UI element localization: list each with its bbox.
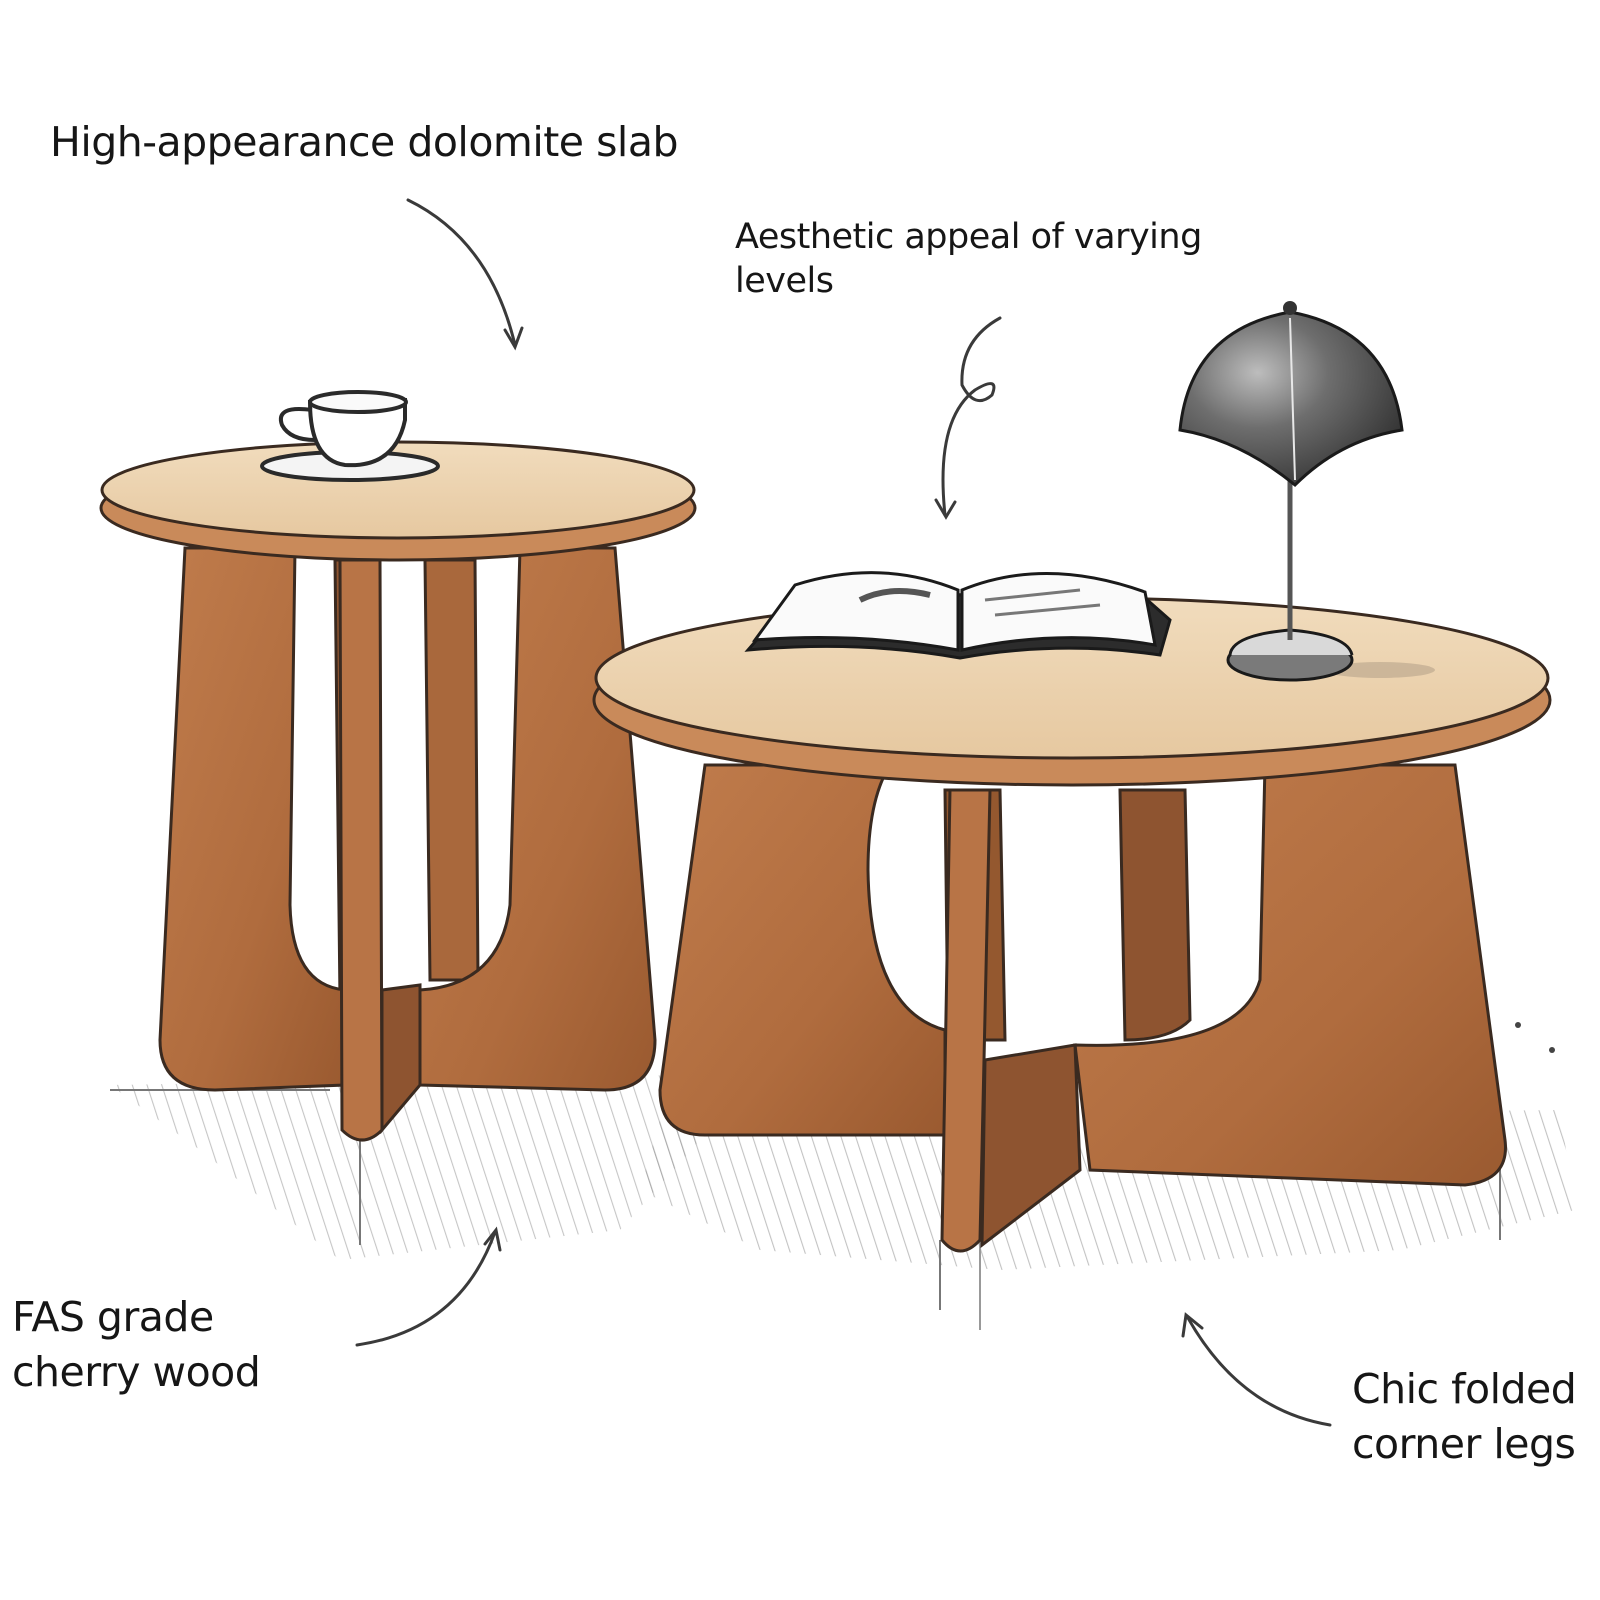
callout-folded-legs: Chic folded corner legs — [1352, 1362, 1577, 1471]
callout-slab-line1: High-appearance dolomite slab — [50, 118, 678, 166]
arrows — [355, 198, 1332, 1427]
callout-legs-line1: Chic folded — [1352, 1365, 1577, 1413]
arrow-slab-icon — [406, 198, 524, 351]
callout-wood-line1: FAS grade — [12, 1293, 214, 1341]
callout-cherry-wood: FAS grade cherry wood — [12, 1290, 261, 1399]
small-table-front-leg — [338, 558, 384, 1142]
large-table-front-leg — [940, 788, 992, 1253]
callout-varying-levels: Aesthetic appeal of varying levels — [735, 216, 1202, 304]
callout-levels-line2: levels — [735, 260, 834, 301]
table-lamp-icon — [1178, 301, 1435, 682]
callout-levels-line1: Aesthetic appeal of varying — [735, 217, 1202, 257]
coffee-cup-icon — [260, 390, 440, 482]
callout-wood-line2: cherry wood — [12, 1347, 261, 1396]
large-table-right-leg — [1073, 763, 1507, 1187]
arrow-wood-icon — [355, 1226, 502, 1347]
arrow-legs-icon — [1181, 1312, 1332, 1427]
small-table — [99, 440, 697, 1142]
callout-dolomite-slab: High-appearance dolomite slab — [50, 118, 678, 166]
arrow-levels-icon — [934, 316, 1002, 520]
large-table-left-leg — [658, 763, 947, 1137]
small-table-left-leg — [158, 546, 347, 1092]
callout-legs-line2: corner legs — [1352, 1419, 1576, 1468]
open-book-icon — [744, 571, 1172, 660]
